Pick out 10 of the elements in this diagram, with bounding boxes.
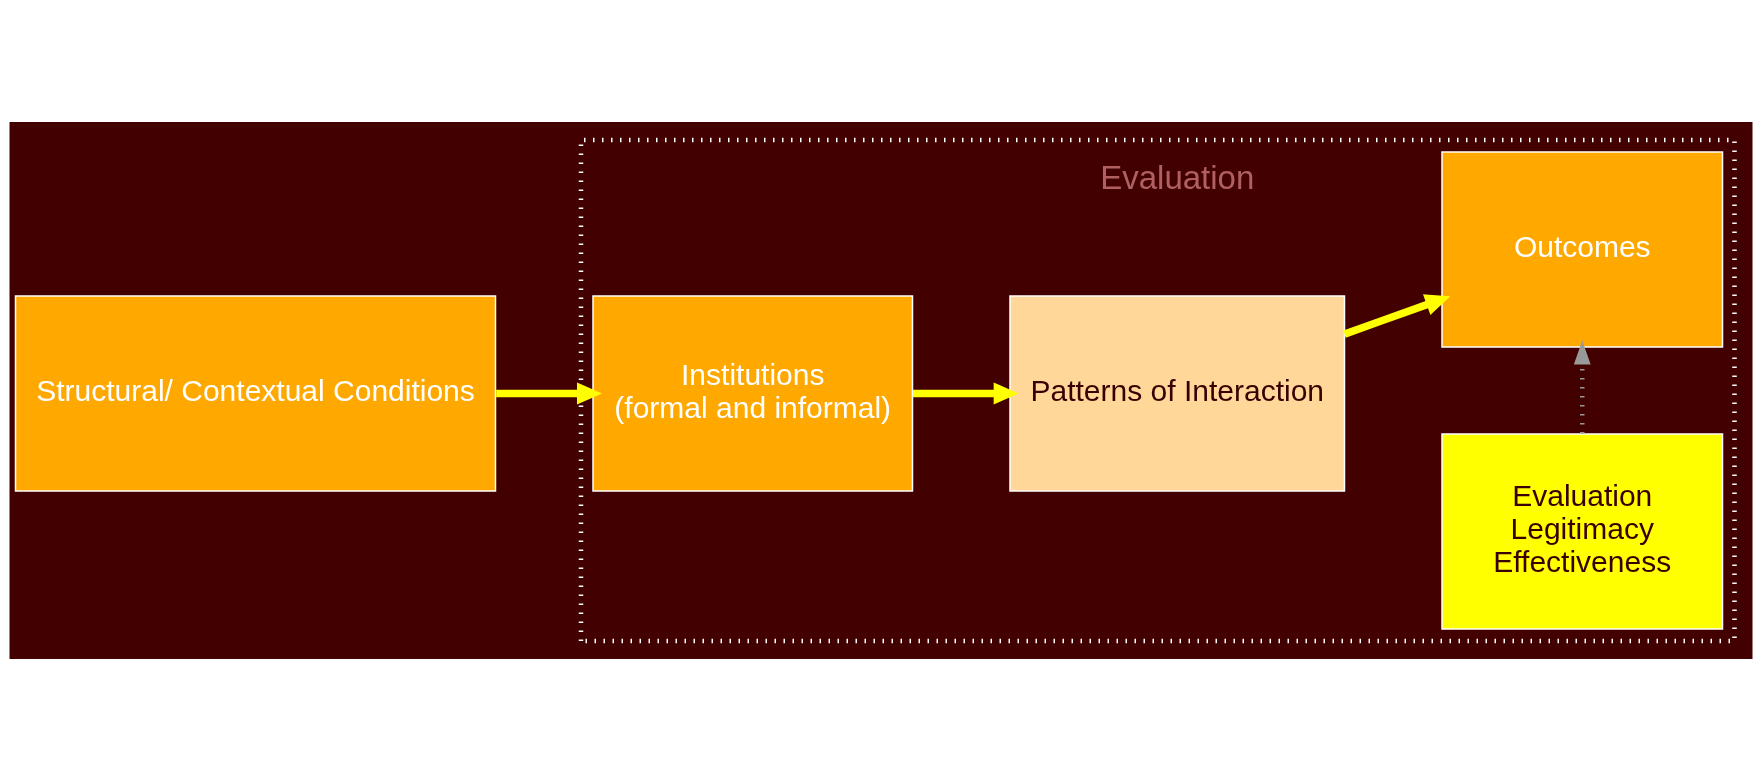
- node-box: Outcomes: [1441, 151, 1724, 348]
- label: Evaluation: [1100, 158, 1255, 196]
- node-box: Patterns of Interaction: [1009, 295, 1346, 492]
- arrow: [1573, 340, 1591, 434]
- arrow: [913, 382, 1019, 405]
- node-box: Structural/ Contextual Conditions: [14, 295, 497, 492]
- arrow: [1343, 294, 1451, 338]
- node-box: Evaluation Legitimacy Effectiveness: [1441, 433, 1724, 630]
- arrow: [496, 382, 603, 405]
- node-box: Institutions (formal and informal): [592, 295, 914, 492]
